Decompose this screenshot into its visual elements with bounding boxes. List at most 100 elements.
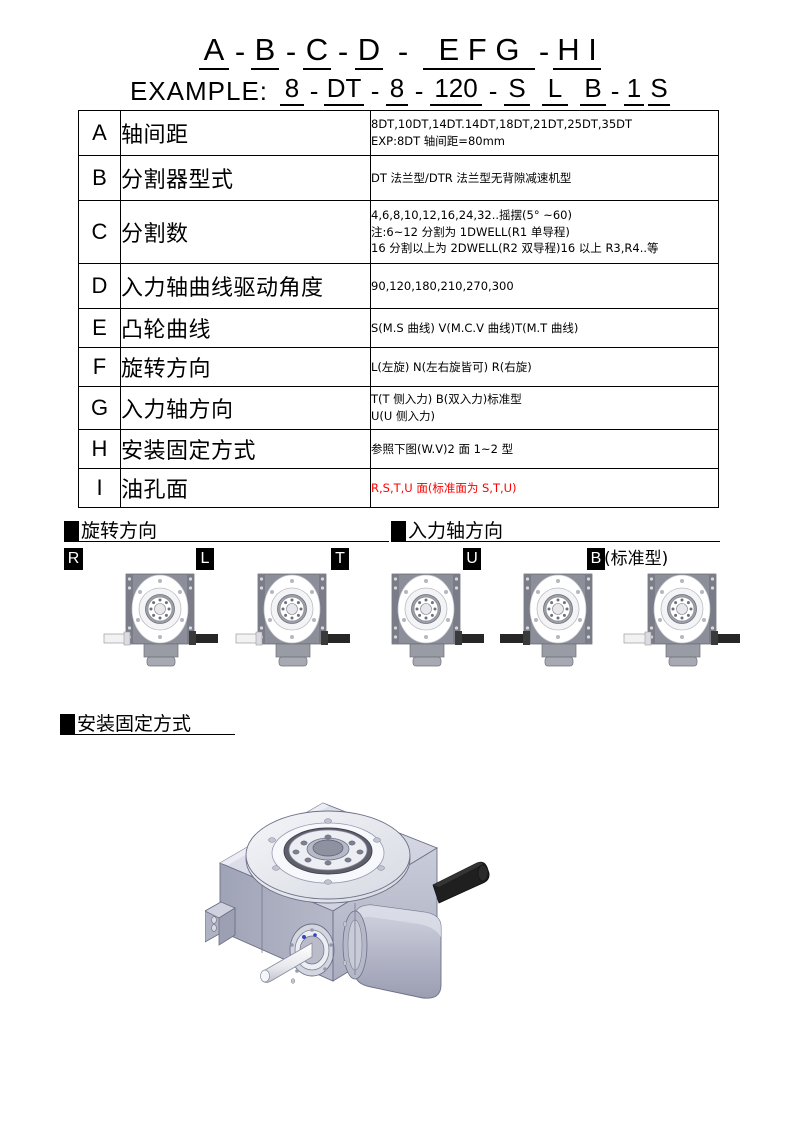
table-row: H 安装固定方式 参照下图(W.V)2 面 1~2 型	[78, 429, 719, 469]
direction-label-t: T	[331, 548, 349, 570]
row-name: 分割器型式	[120, 155, 371, 201]
shaft-right-dark	[455, 631, 484, 645]
mounting-foot	[205, 901, 236, 946]
device-figure-l	[232, 572, 352, 668]
code-seg-a: A	[199, 33, 229, 70]
desc-line: S(M.S 曲线) V(M.C.V 曲线)T(M.T 曲线)	[371, 320, 579, 335]
shaft-right-dark	[189, 631, 218, 645]
example-seg-e: S	[504, 73, 531, 106]
table-row: F 旋转方向 L(左旋) N(左右旋皆可) R(右旋)	[78, 347, 719, 387]
shaft-left-dark	[500, 631, 530, 645]
desc-line: 4,6,8,10,12,16,24,32..摇摆(5° ~60)	[371, 207, 572, 222]
example-dash-4: -	[488, 76, 498, 106]
code-dash-4: -	[397, 34, 409, 69]
shaft-left-light	[623, 631, 652, 646]
row-desc: 4,6,8,10,12,16,24,32..摇摆(5° ~60) 注:6~12 …	[370, 200, 719, 264]
device-body	[257, 573, 327, 667]
code-dash-3: -	[337, 34, 349, 69]
rotary-index-plate	[245, 810, 411, 904]
device-figure-u	[498, 572, 618, 668]
desc-line: 16 分割以上为 2DWELL(R2 双导程)16 以上 R3,R4..等	[371, 241, 659, 256]
mounting-3d-figure	[205, 785, 595, 1015]
example-seg-f: L	[542, 73, 569, 106]
example-seg-a: 8	[280, 73, 305, 106]
section-title: 安装固定方式	[77, 712, 192, 735]
row-desc: 参照下图(W.V)2 面 1~2 型	[370, 429, 719, 469]
section-header-mounting: 安装固定方式	[60, 712, 191, 736]
section-header-input-shaft: 入力轴方向	[391, 519, 503, 543]
row-key: G	[78, 386, 121, 430]
row-key: E	[78, 308, 121, 348]
row-name: 安装固定方式	[120, 429, 371, 469]
code-dash-1: -	[234, 34, 246, 69]
code-seg-b: B	[251, 33, 279, 70]
example-code-row: EXAMPLE: 8 - DT - 8 - 120 - S L B - 1 S	[0, 73, 800, 106]
code-seg-hi: H I	[553, 33, 601, 70]
direction-label-b-suffix: (标准型)	[604, 549, 669, 569]
row-key: F	[78, 347, 121, 387]
output-shaft-dark	[432, 861, 490, 904]
desc-line: L(左旋) N(左右旋皆可) R(右旋)	[371, 359, 532, 374]
desc-line: U(U 侧入力)	[371, 409, 435, 423]
desc-line: DT 法兰型/DTR 法兰型无背隙减速机型	[371, 170, 572, 185]
row-key: D	[78, 263, 121, 309]
desc-line: R,S,T,U 面(标准面为 S,T,U)	[371, 480, 517, 495]
table-row: C 分割数 4,6,8,10,12,16,24,32..摇摆(5° ~60) 注…	[78, 200, 719, 264]
square-marker-icon	[391, 520, 406, 542]
device-body	[391, 573, 461, 667]
section-rule-rotation	[64, 541, 389, 542]
desc-line: 90,120,180,210,270,300	[371, 278, 514, 293]
example-dash-5: -	[610, 76, 620, 106]
device-body	[125, 573, 195, 667]
row-key: I	[78, 468, 121, 508]
row-name: 油孔面	[120, 468, 371, 508]
direction-label-l: L	[196, 548, 214, 570]
shaft-right-dark	[321, 631, 350, 645]
row-key: A	[78, 110, 121, 156]
section-rule-input-shaft	[391, 541, 720, 542]
shaft-right-dark	[711, 631, 740, 645]
shaft-left-light	[235, 631, 263, 646]
row-key: H	[78, 429, 121, 469]
desc-line: T(T 侧入力) B(双入力)标准型	[371, 392, 522, 407]
row-key: B	[78, 155, 121, 201]
table-row: E 凸轮曲线 S(M.S 曲线) V(M.C.V 曲线)T(M.T 曲线)	[78, 308, 719, 348]
section-title: 旋转方向	[81, 519, 158, 542]
example-dash-1: -	[309, 76, 319, 106]
section-header-rotation: 旋转方向	[64, 519, 157, 543]
example-seg-c: 8	[386, 73, 409, 106]
reducer-motor	[342, 904, 442, 999]
row-desc: S(M.S 曲线) V(M.C.V 曲线)T(M.T 曲线)	[370, 308, 719, 348]
example-seg-i: S	[648, 73, 671, 106]
row-name: 入力轴方向	[120, 386, 371, 430]
row-desc: 8DT,10DT,14DT.14DT,18DT,21DT,25DT,35DT E…	[370, 110, 719, 156]
row-desc: R,S,T,U 面(标准面为 S,T,U)	[370, 468, 719, 508]
example-seg-h: 1	[624, 73, 645, 106]
device-body	[523, 573, 593, 667]
table-row: A 轴间距 8DT,10DT,14DT.14DT,18DT,21DT,25DT,…	[78, 110, 719, 156]
desc-line: 参照下图(W.V)2 面 1~2 型	[371, 441, 514, 456]
row-name: 旋转方向	[120, 347, 371, 387]
square-marker-icon	[60, 713, 75, 735]
section-rule-mounting	[60, 734, 235, 735]
example-label: EXAMPLE:	[129, 76, 269, 106]
row-name: 分割数	[120, 200, 371, 264]
section-title: 入力轴方向	[408, 519, 504, 542]
example-dash-2: -	[370, 76, 380, 106]
housing-detail-lines	[234, 885, 356, 981]
row-desc: T(T 侧入力) B(双入力)标准型 U(U 侧入力)	[370, 386, 719, 430]
code-seg-c: C	[303, 33, 331, 70]
row-desc: 90,120,180,210,270,300	[370, 263, 719, 309]
row-desc: L(左旋) N(左右旋皆可) R(右旋)	[370, 347, 719, 387]
code-dash-2: -	[285, 34, 297, 69]
model-code-line: A - B - C - D - E F G - H I	[0, 33, 800, 70]
code-seg-efg: E F G	[423, 33, 535, 70]
housing-detail-bolts	[290, 921, 348, 984]
example-seg-g: B	[580, 73, 607, 106]
device-figure-t	[366, 572, 486, 668]
table-row: G 入力轴方向 T(T 侧入力) B(双入力)标准型 U(U 侧入力)	[78, 386, 719, 430]
row-name: 凸轮曲线	[120, 308, 371, 348]
desc-line: 注:6~12 分割为 1DWELL(R1 单导程)	[371, 224, 570, 239]
desc-line: 8DT,10DT,14DT.14DT,18DT,21DT,25DT,35DT	[371, 117, 633, 132]
direction-label-u: U	[463, 548, 481, 570]
